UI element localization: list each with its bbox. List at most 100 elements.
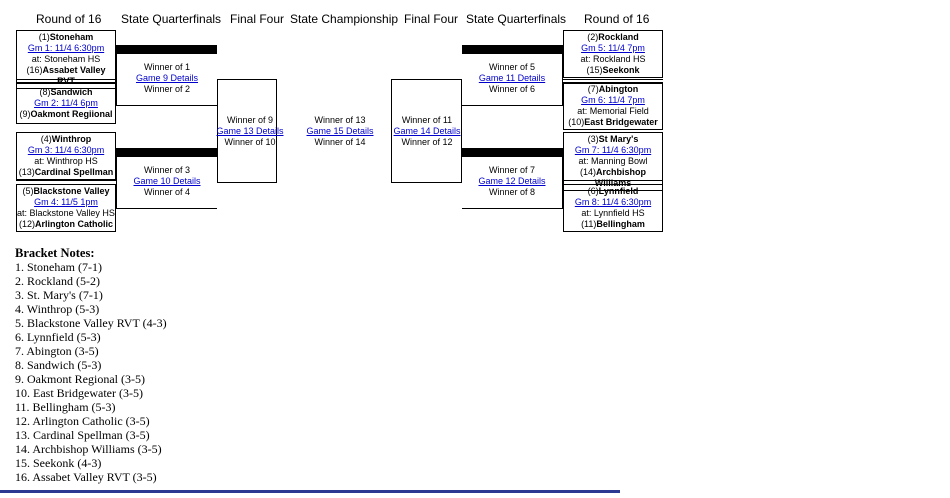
game-details-link[interactable]: Game 13 Details	[216, 126, 284, 136]
seed: (7)	[587, 84, 599, 94]
game-link[interactable]: Gm 7: 11/4 6:30pm	[574, 145, 652, 155]
venue: at: Winthrop HS	[34, 156, 98, 166]
matchup-box: (6)Lynnfield Gm 8: 11/4 6:30pm at: Lynnf…	[563, 184, 663, 232]
header-round-of-16-right: Round of 16	[584, 12, 650, 26]
championship-slot: Winner of 13 Game 15 Details Winner of 1…	[290, 115, 390, 148]
seed: (16)	[26, 65, 43, 75]
bracket-line	[276, 79, 277, 183]
note-item: 14. Archbishop Williams (3-5)	[15, 442, 162, 456]
seed: (11)	[581, 219, 597, 229]
game-link[interactable]: Gm 2: 11/4 6pm	[34, 97, 98, 108]
seed: (5)	[22, 186, 34, 196]
venue: at: Stoneham HS	[31, 54, 101, 64]
winner-label: Winner of 14	[314, 137, 366, 147]
bracket-line	[217, 182, 277, 183]
matchup-box: (4)Winthrop Gm 3: 11/4 6:30pm at: Winthr…	[16, 132, 116, 180]
note-item: 16. Assabet Valley RVT (3-5)	[15, 470, 157, 484]
matchup-box: (8)Sandwich Gm 2: 11/4 6pm (9)Oakmont Re…	[16, 82, 116, 124]
bracket-line	[117, 105, 217, 106]
separator	[563, 79, 663, 84]
note-item: 9. Oakmont Regional (3-5)	[15, 372, 145, 386]
team-name: Rockland	[598, 32, 639, 42]
winner-label: Winner of 12	[401, 137, 453, 147]
note-item: 13. Cardinal Spellman (3-5)	[15, 428, 150, 442]
game-link[interactable]: Gm 3: 11/4 6:30pm	[27, 145, 105, 155]
quarterfinal-header-bar	[462, 45, 562, 54]
semifinal-slot: Winner of 9 Game 13 Details Winner of 10	[200, 115, 300, 148]
game-link[interactable]: Gm 5: 11/4 7pm	[581, 43, 645, 53]
bracket-line	[116, 148, 117, 209]
team-name: Lynnfield	[598, 186, 639, 196]
bracket-line	[462, 105, 562, 106]
game-details-link[interactable]: Game 15 Details	[306, 126, 374, 136]
quarterfinal-slot: Winner of 3 Game 10 Details Winner of 4	[117, 165, 217, 198]
note-item: 1. Stoneham (7-1)	[15, 260, 102, 274]
team-name: Sandwich	[50, 86, 93, 97]
matchup-box: (3)St Mary's Gm 7: 11/4 6:30pm at: Manni…	[563, 132, 663, 191]
team-name: Blackstone Valley	[33, 186, 110, 196]
team-name: Winthrop	[51, 134, 92, 144]
seed: (6)	[587, 186, 599, 196]
game-details-link[interactable]: Game 9 Details	[135, 73, 199, 83]
note-item: 4. Winthrop (5-3)	[15, 302, 100, 316]
winner-label: Winner of 11	[401, 115, 453, 125]
seed: (1)	[38, 32, 50, 42]
header-round-of-16-left: Round of 16	[36, 12, 102, 26]
seed: (8)	[39, 86, 51, 97]
game-link[interactable]: Gm 6: 11/4 7pm	[581, 95, 645, 105]
notes-title: Bracket Notes:	[15, 246, 95, 260]
bracket-line	[217, 79, 277, 80]
team-name: Assabet Valley RVT	[42, 65, 106, 86]
seed: (15)	[586, 65, 603, 75]
header-final-four-right: Final Four	[404, 12, 459, 26]
note-item: 10. East Bridgewater (3-5)	[15, 386, 143, 400]
quarterfinal-slot: Winner of 5 Game 11 Details Winner of 6	[462, 62, 562, 95]
venue: at: Rockland HS	[580, 54, 646, 64]
game-details-link[interactable]: Game 12 Details	[478, 176, 546, 186]
winner-label: Winner of 9	[226, 115, 274, 125]
bracket-line	[461, 79, 462, 183]
note-item: 15. Seekonk (4-3)	[15, 456, 102, 470]
note-item: 11. Bellingham (5-3)	[15, 400, 116, 414]
winner-label: Winner of 4	[143, 187, 191, 197]
team-name: Bellingham	[596, 219, 645, 229]
winner-label: Winner of 5	[488, 62, 536, 72]
quarterfinal-slot: Winner of 1 Game 9 Details Winner of 2	[117, 62, 217, 95]
matchup-box: (7)Abington Gm 6: 11/4 7pm at: Memorial …	[563, 82, 663, 130]
team-name: Arlington Catholic	[35, 219, 113, 229]
venue: at: Manning Bowl	[578, 156, 648, 166]
seed: (13)	[18, 167, 35, 177]
bracket-line	[391, 79, 392, 183]
note-item: 5. Blackstone Valley RVT (4-3)	[15, 316, 167, 330]
quarterfinal-slot: Winner of 7 Game 12 Details Winner of 8	[462, 165, 562, 198]
note-item: 2. Rockland (5-2)	[15, 274, 100, 288]
header-final-four-left: Final Four	[230, 12, 285, 26]
game-link[interactable]: Gm 8: 11/4 6:30pm	[574, 197, 652, 207]
separator	[16, 180, 116, 185]
winner-label: Winner of 13	[314, 115, 366, 125]
header-quarterfinals-left: State Quarterfinals	[121, 12, 222, 26]
venue: at: Lynnfield HS	[581, 208, 645, 218]
winner-label: Winner of 2	[143, 84, 191, 94]
game-details-link[interactable]: Game 11 Details	[478, 73, 546, 83]
game-details-link[interactable]: Game 14 Details	[393, 126, 461, 136]
note-item: 7. Abington (3-5)	[15, 344, 99, 358]
game-link[interactable]: Gm 4: 11/5 1pm	[34, 197, 98, 207]
semifinal-slot: Winner of 11 Game 14 Details Winner of 1…	[377, 115, 477, 148]
seed: (12)	[18, 219, 35, 229]
seed: (14)	[579, 167, 596, 177]
venue: at: Memorial Field	[577, 106, 649, 116]
seed: (9)	[19, 108, 31, 119]
bracket-line	[462, 208, 562, 209]
winner-label: Winner of 1	[143, 62, 191, 72]
quarterfinal-header-bar	[117, 148, 217, 157]
winner-label: Winner of 3	[143, 165, 191, 175]
game-details-link[interactable]: Game 10 Details	[133, 176, 201, 186]
bottom-rule	[0, 490, 620, 493]
matchup-box: (1)Stoneham Gm 1: 11/4 6:30pm at: Stoneh…	[16, 30, 116, 89]
team-name: Abington	[598, 84, 639, 94]
team-name: East Bridgewater	[584, 117, 658, 127]
game-link[interactable]: Gm 1: 11/4 6:30pm	[27, 43, 105, 53]
winner-label: Winner of 8	[488, 187, 536, 197]
winner-label: Winner of 10	[224, 137, 276, 147]
